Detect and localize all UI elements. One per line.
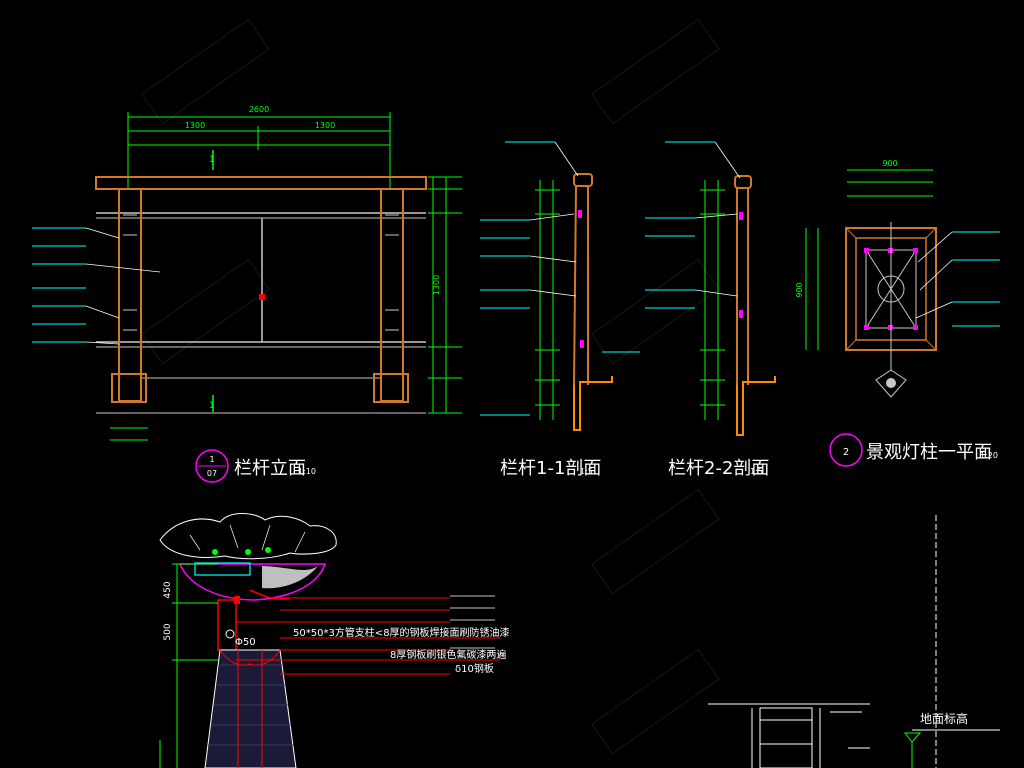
railing-section-2: 栏杆2-2剖面 1:5 <box>645 141 776 479</box>
detail-no: 1 <box>209 455 214 464</box>
lamp-depth-dim: 900 <box>795 282 804 297</box>
overall-dim: 2600 <box>249 105 269 114</box>
lamp-plan-title: 景观灯柱一平面 <box>866 442 992 463</box>
lamp-width-dim: 900 <box>882 159 897 168</box>
height-dim: 1300 <box>432 275 441 295</box>
foundation-detail: 地面标高 <box>708 515 1000 768</box>
rebar-note: 8厚钢板刷银色氟碳漆两遍 <box>390 648 506 661</box>
railing-section-1: 栏杆1-1剖面 1:5 <box>480 141 640 479</box>
section-mark-top: 1 <box>209 155 215 165</box>
section-1-scale: 1:5 <box>580 467 593 476</box>
lamp-dim-500: 500 <box>163 623 173 640</box>
dia-note: Φ50 <box>235 637 256 648</box>
lamp-plan: 900 900 2 景观灯柱一平面 <box>795 159 1000 467</box>
section-2-scale: 1:5 <box>750 467 763 476</box>
lamp-dim-450: 450 <box>163 581 173 598</box>
section-2-title: 栏杆2-2剖面 <box>668 458 769 479</box>
section-1-title: 栏杆1-1剖面 <box>500 458 601 479</box>
sub-dim-left: 1300 <box>185 121 205 130</box>
railing-elevation: 2600 1300 1300 1 1 <box>32 105 462 483</box>
pipe-note: 50*50*3方管支柱<8厚的钢板焊接面刷防锈油漆 <box>293 626 510 639</box>
sub-dim-right: 1300 <box>315 121 335 130</box>
lamp-elevation: 450 500 Φ50 50*50*3方管支柱<8厚的钢板焊接面刷防锈油漆 8厚… <box>159 513 510 768</box>
watermark-layer <box>141 18 720 755</box>
elevation-title: 栏杆立面 <box>234 458 306 479</box>
lamp-plan-scale: 1:20 <box>980 451 998 460</box>
plate-note: δ10钢板 <box>455 662 494 675</box>
detail-sheet: 07 <box>207 469 217 478</box>
ground-label: 地面标高 <box>920 711 968 726</box>
lamp-detail-no: 2 <box>843 447 849 458</box>
elevation-scale: 1:10 <box>298 467 316 476</box>
section-mark-bottom: 1 <box>209 401 215 411</box>
